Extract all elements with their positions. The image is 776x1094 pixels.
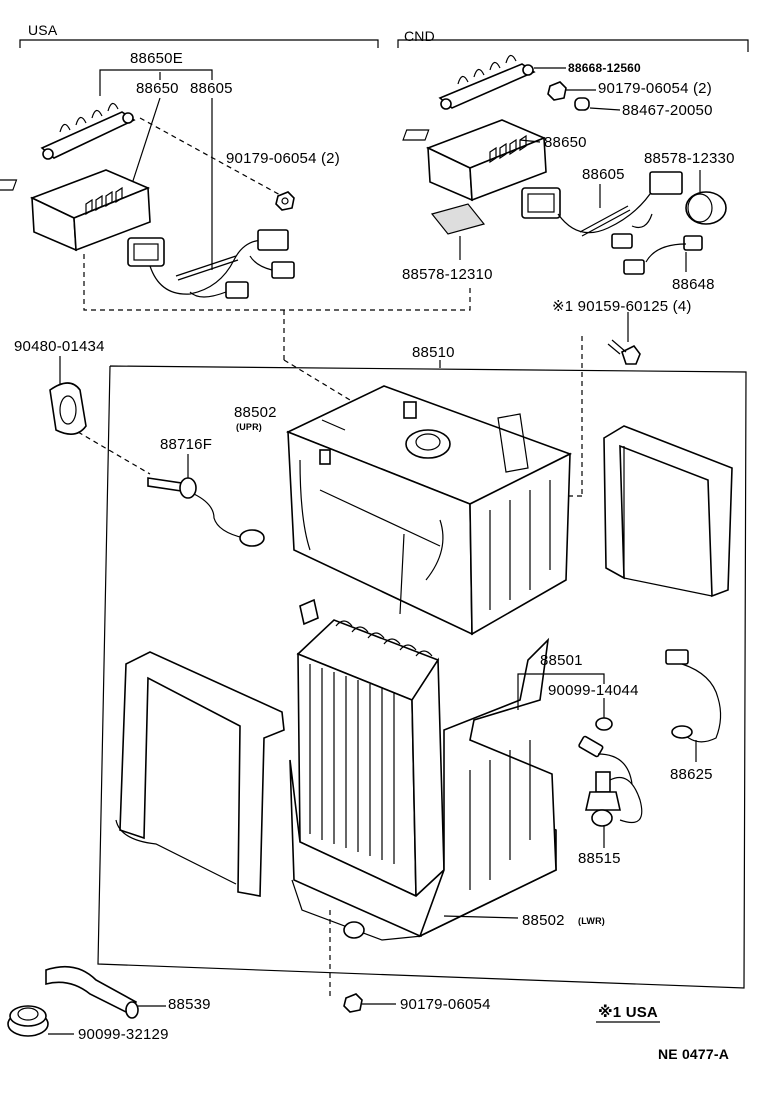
label-88510: 88510 <box>412 344 455 361</box>
label-90179-2-cnd: 90179-06054 (2) <box>598 80 712 97</box>
section-cnd-label: CND <box>404 28 435 44</box>
leader-88650-usa <box>129 97 161 191</box>
label-88650E: 88650E <box>130 50 183 67</box>
drain-hose-part <box>45 965 139 1019</box>
label-88539: 88539 <box>168 996 211 1013</box>
left-seal-frame <box>115 651 285 897</box>
cnd-pad-part <box>430 203 486 235</box>
right-seal-frame <box>603 425 733 598</box>
label-88578-12330: 88578-12330 <box>644 150 735 167</box>
usa-wire-harness <box>127 229 295 299</box>
88501-bracket <box>517 673 605 710</box>
bottom-nut-part <box>343 993 363 1013</box>
note-usa-label: ※1 USA <box>598 1004 658 1021</box>
label-88650-usa: 88650 <box>136 80 179 97</box>
label-90159: ※1 90159-60125 (4) <box>552 298 692 315</box>
label-88502-upr: 88502 <box>234 404 277 421</box>
pressure-switch-part <box>578 735 643 827</box>
label-88716F: 88716F <box>160 436 213 453</box>
label-90179-single: 90179-06054 <box>400 996 491 1013</box>
usa-amplifier-box <box>0 169 151 252</box>
label-88668: 88668-12560 <box>568 61 641 75</box>
label-90099-14044: 90099-14044 <box>548 682 639 699</box>
label-88467: 88467-20050 <box>622 102 713 119</box>
label-88625: 88625 <box>670 766 713 783</box>
label-88578-12310: 88578-12310 <box>402 266 493 283</box>
section-usa-label: USA <box>28 22 58 38</box>
usa-spring-bar-part <box>40 102 136 160</box>
label-88502-upr-tag: (UPR) <box>236 422 262 432</box>
reference-code: NE 0477-A <box>658 1046 730 1062</box>
cnd-bracket <box>397 39 749 52</box>
usa-nut-part <box>275 191 295 211</box>
usa-dashed-group <box>83 254 471 311</box>
label-88605-cnd: 88605 <box>582 166 625 183</box>
label-88515: 88515 <box>578 850 621 867</box>
88650e-bracket <box>99 69 213 96</box>
assembly-frame <box>97 365 747 989</box>
cnd-wire-harness <box>521 171 683 249</box>
o-ring-part <box>595 717 613 731</box>
grommet-part <box>49 382 87 435</box>
label-88650-cnd: 88650 <box>544 134 587 151</box>
cnd-cover-part <box>685 191 727 225</box>
label-88605-usa: 88605 <box>190 80 233 97</box>
label-90179-2-usa: 90179-06054 (2) <box>226 150 340 167</box>
lower-case-part <box>289 637 557 941</box>
cnd-amplifier-box <box>402 119 547 202</box>
upper-case-part <box>286 385 573 636</box>
thermistor-part <box>147 477 265 547</box>
cnd-spring-bar-part <box>438 54 536 110</box>
cnd-nut-part <box>547 81 567 101</box>
cnd-screw-part <box>607 339 641 365</box>
label-90480: 90480-01434 <box>14 338 105 355</box>
label-88502-lwr-tag: (LWR) <box>578 916 605 926</box>
label-88502-lwr: 88502 <box>522 912 565 929</box>
sensor-88625-part <box>665 649 722 743</box>
plug-part <box>7 1005 49 1037</box>
usa-bracket <box>19 39 379 48</box>
label-90099-32129: 90099-32129 <box>78 1026 169 1043</box>
cnd-sensor-part <box>623 235 703 275</box>
dash-to-90179-usa <box>139 117 283 197</box>
label-88648: 88648 <box>672 276 715 293</box>
cnd-cap-part <box>574 97 590 111</box>
label-88501: 88501 <box>540 652 583 669</box>
